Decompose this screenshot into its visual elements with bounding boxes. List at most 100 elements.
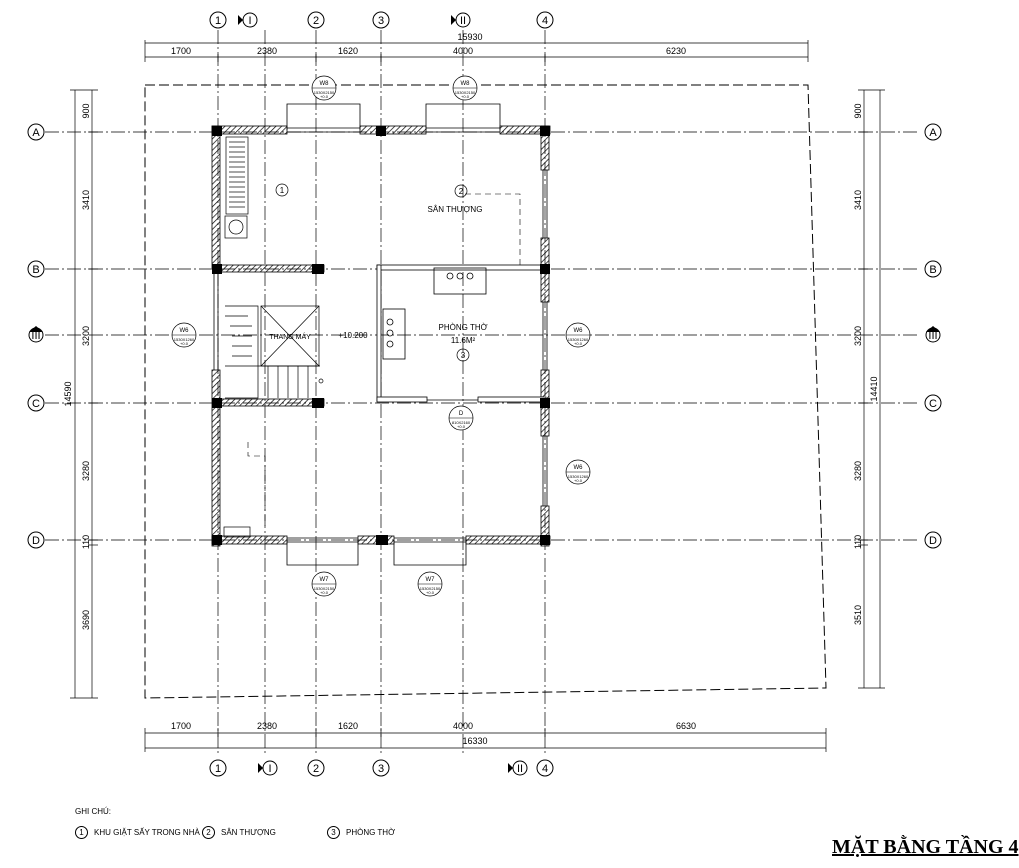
note-2-number: 2	[202, 826, 215, 839]
svg-text:+0.0: +0.0	[180, 341, 189, 346]
dim-left-seg-4: 3280	[81, 461, 91, 481]
roof-outline	[144, 84, 827, 699]
dimension-top	[144, 40, 809, 62]
grid-bubble-1-top: 1	[209, 11, 227, 29]
dimension-right	[858, 89, 885, 689]
svg-text:W7: W7	[426, 577, 436, 583]
grid-bubble-b-left: B	[27, 260, 45, 278]
dim-bottom-seg-1: 1700	[171, 721, 191, 731]
dim-left-seg-3: 3200	[81, 326, 91, 346]
altar-fixtures	[382, 267, 487, 401]
svg-text:+0.0: +0.0	[457, 424, 466, 429]
grid-bubble-3-top: 3	[372, 11, 390, 29]
grid-bubbles-top: 1 2 3 4	[209, 11, 554, 29]
svg-text:III: III	[928, 330, 937, 342]
svg-text:1530X1260: 1530X1260	[568, 474, 589, 479]
grid-bubble-a-left: A	[27, 123, 45, 141]
windows	[213, 103, 548, 566]
grid-lines	[45, 30, 920, 755]
room-3-tag: 3	[456, 348, 470, 362]
svg-text:2: 2	[313, 15, 319, 27]
svg-text:+0.0: +0.0	[574, 478, 583, 483]
svg-text:+0.0: +0.0	[320, 590, 329, 595]
dim-right-seg-3: 3200	[853, 326, 863, 346]
svg-text:W8: W8	[320, 81, 330, 87]
svg-text:B: B	[32, 264, 39, 276]
grid-bubble-d-right: D	[924, 531, 942, 549]
dim-top-seg-2: 2380	[257, 46, 277, 56]
svg-text:D: D	[929, 535, 937, 547]
dim-right-seg-5: 110	[853, 535, 863, 549]
tag-w6-right-lower: W6 1530X1260 +0.0	[565, 459, 591, 485]
svg-text:1: 1	[215, 763, 221, 775]
grid-bubbles-left: A B C D	[27, 123, 45, 549]
room-2-name: SÂN THƯỢNG	[428, 205, 483, 214]
svg-text:I: I	[268, 763, 271, 775]
dim-right-seg-2: 3410	[853, 190, 863, 210]
drawing-title: MẶT BẰNG TẦNG 4	[832, 836, 1019, 858]
svg-text:D: D	[32, 535, 40, 547]
svg-text:2: 2	[459, 187, 464, 196]
dimension-left	[70, 89, 98, 699]
svg-text:W6: W6	[574, 465, 584, 471]
svg-text:A: A	[32, 127, 40, 139]
svg-text:3: 3	[378, 763, 384, 775]
room-1-tag: 1	[275, 183, 289, 197]
level-label: +10.200	[338, 331, 368, 340]
svg-text:D: D	[459, 411, 464, 417]
grid-bubble-b-right: B	[924, 260, 942, 278]
dim-left-seg-2: 3410	[81, 190, 91, 210]
note-item-2: 2 SÂN THƯỢNG	[202, 826, 276, 839]
svg-text:1530X1260: 1530X1260	[568, 337, 589, 342]
svg-text:C: C	[929, 398, 937, 410]
elevator-label: THANG MÁY	[269, 332, 311, 341]
svg-text:W6: W6	[180, 328, 190, 334]
svg-text:1530X2150: 1530X2150	[420, 586, 441, 591]
svg-text:3: 3	[378, 15, 384, 27]
tag-w7-right: W7 1530X2150 +0.0	[417, 571, 443, 597]
note-1-number: 1	[75, 826, 88, 839]
columns	[212, 126, 550, 545]
dim-right-total: 14410	[869, 376, 879, 401]
grid-bubble-d-left: D	[27, 531, 45, 549]
grid-bubble-2-top: 2	[307, 11, 325, 29]
section-marker-i-bottom: I	[258, 760, 278, 776]
tag-door-d: D 810X2160 +0.0	[448, 405, 474, 431]
room-2-tag: 2	[454, 184, 468, 198]
dim-right-seg-6: 3510	[853, 605, 863, 625]
elevator-stair	[225, 305, 324, 399]
grid-bubble-1-bottom: 1	[209, 759, 227, 777]
svg-text:A: A	[929, 127, 937, 139]
grid-bubble-2-bottom: 2	[307, 759, 325, 777]
note-item-3: 3 PHÒNG THỜ	[327, 826, 395, 839]
tag-w6-right: W6 1530X1260 +0.0	[565, 322, 591, 348]
tag-w8-right: W8 1530X2150 +0.0	[452, 75, 478, 101]
section-marker-iii-left: III	[28, 326, 44, 343]
svg-text:+0.0: +0.0	[426, 590, 435, 595]
room-3-name: PHÒNG THỜ	[439, 323, 488, 332]
svg-text:1530X2150: 1530X2150	[314, 90, 335, 95]
dim-left-total: 14590	[63, 381, 73, 406]
svg-text:B: B	[929, 264, 936, 276]
svg-text:W7: W7	[320, 577, 330, 583]
tag-w6-left: W6 1530X1260 +0.0	[171, 322, 197, 348]
tag-w7-left: W7 1530X2150 +0.0	[311, 571, 337, 597]
svg-text:1: 1	[280, 186, 285, 195]
svg-text:1530X2150: 1530X2150	[314, 586, 335, 591]
section-marker-i-top: I	[238, 12, 258, 28]
svg-text:1530X2150: 1530X2150	[455, 90, 476, 95]
grid-bubble-3-bottom: 3	[372, 759, 390, 777]
hidden-lines	[247, 193, 521, 526]
dim-left-seg-6: 3690	[81, 610, 91, 630]
svg-text:+0.0: +0.0	[320, 94, 329, 99]
svg-text:+0.0: +0.0	[461, 94, 470, 99]
dim-left-seg-5: 110	[81, 535, 91, 549]
grid-bubbles-right: A B C D	[924, 123, 942, 549]
section-markers: I II I II III III	[28, 12, 941, 776]
section-marker-iii-right: III	[925, 326, 941, 343]
dimension-bottom	[144, 728, 827, 752]
svg-text:2: 2	[313, 763, 319, 775]
svg-text:II: II	[460, 15, 466, 27]
svg-text:C: C	[32, 398, 40, 410]
